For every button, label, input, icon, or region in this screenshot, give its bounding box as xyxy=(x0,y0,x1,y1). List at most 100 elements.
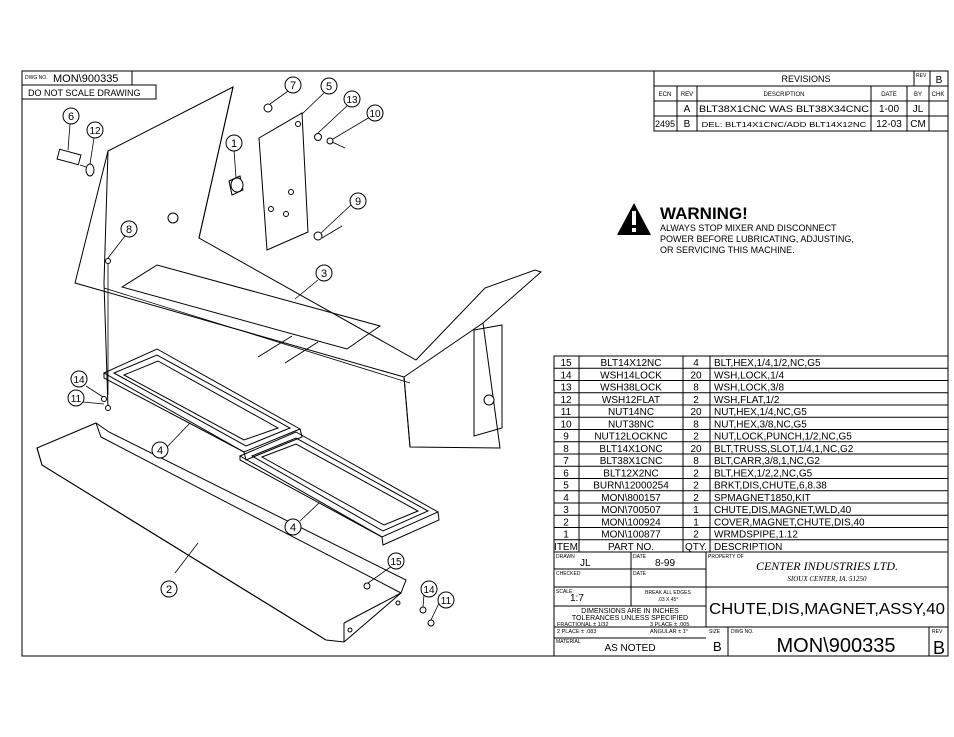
callout-number: 11 xyxy=(441,596,452,607)
header-dwg-label: DWG NO. xyxy=(25,75,48,81)
bom-item: 11 xyxy=(561,407,572,418)
bom-description: BRKT,DIS,CHUTE,6,8.38 xyxy=(714,481,827,492)
bom-header-qty: QTY. xyxy=(685,542,707,553)
bom-description: BLT,HEX,1/2,2,NC,G5 xyxy=(714,468,813,479)
bom-description: NUT,HEX,3/8,NC,G5 xyxy=(714,419,807,430)
bom-item: 10 xyxy=(560,419,572,430)
warning-line: POWER BEFORE LUBRICATING, ADJUSTING, xyxy=(660,234,854,244)
dims-line: TOLERANCES UNLESS SPECIFIED xyxy=(572,615,688,622)
bom-item: 14 xyxy=(560,370,572,381)
callout-balloon-5: 5 xyxy=(320,77,338,95)
bom-qty: 2 xyxy=(693,530,699,541)
bom-qty: 8 xyxy=(693,419,699,430)
callout-number: 7 xyxy=(290,80,296,92)
revisions-rev-value: B xyxy=(936,75,943,86)
rev-row-by: CM xyxy=(910,119,926,130)
bom-description: NUT,HEX,1/4,NC,G5 xyxy=(714,407,807,418)
bom-description: BLT,TRUSS,SLOT,1/4,1,NC,G2 xyxy=(714,444,854,455)
bom-part-no: BLT12X2NC xyxy=(603,468,658,479)
warning-title: WARNING! xyxy=(660,204,748,223)
bom-qty: 20 xyxy=(690,370,702,381)
callout-balloon-6: 6 xyxy=(62,107,80,125)
title-block: DRAWN JL DATE 8-99 CHECKED DATE PROPERTY… xyxy=(553,551,949,658)
rev-row-description: BLT38X1CNC WAS BLT38X34CNC xyxy=(699,104,869,114)
bom-header-description: DESCRIPTION xyxy=(714,542,782,553)
scale-value: 1:7 xyxy=(570,593,584,604)
dwg-header: DWG NO. MON\900335 DO NOT SCALE DRAWING xyxy=(21,70,157,100)
bom-part-no: MON\700507 xyxy=(601,505,661,516)
bom-item: 7 xyxy=(563,456,569,467)
title-dwg-no: MON\900335 xyxy=(777,635,896,657)
company-location: SIOUX CENTER, IA. 51250 xyxy=(787,575,867,583)
company-name: CENTER INDUSTRIES LTD. xyxy=(756,559,898,573)
rev-row-rev: B xyxy=(684,119,691,130)
callout-number: 14 xyxy=(73,375,85,386)
title-rev-value: B xyxy=(933,638,945,658)
bom-description: COVER,MAGNET,CHUTE,DIS,40 xyxy=(714,517,865,528)
bom-part-no: MON\100877 xyxy=(601,530,661,541)
rev-col-rev: REV xyxy=(681,92,693,98)
callout-balloon-15: 15 xyxy=(387,552,405,570)
date-label: DATE xyxy=(633,554,647,560)
callout-balloon-14: 14 xyxy=(70,370,88,388)
rev-col-ecn: ECN xyxy=(659,92,672,98)
callout-number: 14 xyxy=(423,585,435,596)
bom-qty: 8 xyxy=(693,456,699,467)
bom-qty: 2 xyxy=(693,481,699,492)
callout-number: 4 xyxy=(157,445,163,457)
bom-part-no: BLT14X12NC xyxy=(601,358,662,369)
warning-notice: WARNING! ALWAYS STOP MIXER AND DISCONNEC… xyxy=(617,203,854,255)
assembly-drawing xyxy=(36,86,542,643)
bom-item: 1 xyxy=(563,530,569,541)
date-value: 8-99 xyxy=(655,558,675,569)
callout-balloon-8: 8 xyxy=(120,220,138,238)
drawn-value: JL xyxy=(580,558,591,569)
rev-row-rev: A xyxy=(684,104,691,115)
callout-number: 11 xyxy=(71,394,82,405)
bom-part-no: BURN\12000254 xyxy=(593,481,669,492)
bom-qty: 2 xyxy=(693,468,699,479)
callout-number: 5 xyxy=(326,81,332,93)
drawing-title: CHUTE,DIS,MAGNET,ASSY,40 xyxy=(709,601,945,618)
callout-number: 12 xyxy=(89,126,101,137)
callout-number: 3 xyxy=(321,268,327,280)
bom-description: CHUTE,DIS,MAGNET,WLD,40 xyxy=(714,505,852,516)
callout-balloon-4a: 4 xyxy=(151,441,169,459)
rev-col-description: DESCRIPTION xyxy=(763,92,804,98)
bom-part-no: MON\800157 xyxy=(601,493,661,504)
bom-description: WSH,FLAT,1/2 xyxy=(714,395,780,406)
dims-line: DIMENSIONS ARE IN INCHES xyxy=(581,608,679,615)
edges-line: .03 X 45° xyxy=(658,597,679,603)
size-label: SIZE xyxy=(709,629,721,635)
warning-line: ALWAYS STOP MIXER AND DISCONNECT xyxy=(660,223,837,233)
bom-description: BLT,HEX,1/4,1/2,NC,G5 xyxy=(714,358,821,369)
callout-balloon-1: 1 xyxy=(225,134,243,152)
tolerance-2place: 2 PLACE ± .083 xyxy=(557,629,596,635)
rev-row-description: DEL: BLT14X1CNC/ADD BLT14X12NC xyxy=(702,120,868,129)
bom-qty: 1 xyxy=(693,517,699,528)
callout-balloon-12: 12 xyxy=(86,121,104,139)
bom-header-part-no: PART NO. xyxy=(608,542,654,553)
bom-part-no: MON\100924 xyxy=(601,517,661,528)
callout-balloon-11: 11 xyxy=(67,389,85,407)
callout-balloon-14b: 14 xyxy=(420,580,438,598)
bom-item: 3 xyxy=(563,505,569,516)
edges-line: BREAK ALL EDGES xyxy=(645,590,691,596)
bom-part-no: BLT14X1ONC xyxy=(599,444,662,455)
callout-number: 13 xyxy=(346,95,358,106)
callout-number: 1 xyxy=(231,138,237,150)
material-value: AS NOTED xyxy=(604,643,655,654)
rev-row-by: JL xyxy=(913,104,924,115)
header-dwg-no: MON\900335 xyxy=(53,73,118,85)
scale-label: SCALE xyxy=(556,589,573,595)
bom-item: 8 xyxy=(563,444,569,455)
bom-description: BLT,CARR,3/8,1,NC,G2 xyxy=(714,456,820,467)
revisions-rev-label: REV xyxy=(916,73,927,79)
rev-row-ecn: 2495 xyxy=(655,119,675,129)
bom-description: SPMAGNET1850,KIT xyxy=(714,493,811,504)
title-rev-label: REV xyxy=(932,629,943,635)
bom-qty: 2 xyxy=(693,395,699,406)
rev-row-date: 1-00 xyxy=(879,104,899,115)
